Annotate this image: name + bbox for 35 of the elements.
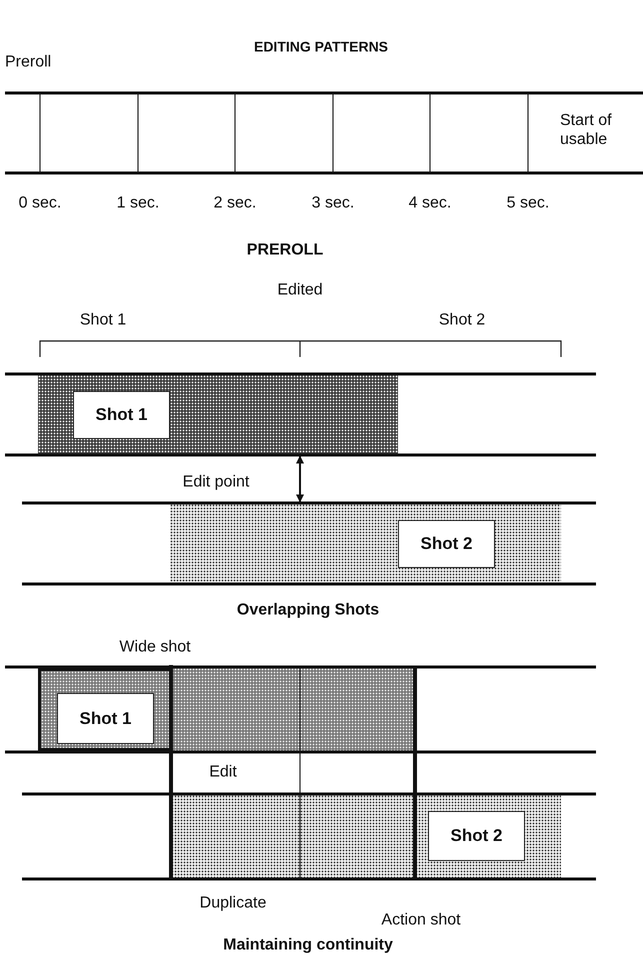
double-arrow	[296, 456, 304, 502]
section-caption: Maintaining continuity	[223, 935, 393, 955]
time-label: 5 sec.	[506, 193, 550, 213]
shot-strip	[170, 504, 561, 583]
time-label: 4 sec.	[408, 193, 452, 213]
annotation: Start of usable	[560, 111, 613, 150]
axis-label: Preroll	[5, 52, 52, 72]
annotation: Action shot	[381, 910, 461, 930]
annotation: Edit	[209, 762, 237, 782]
annotation: Duplicate	[200, 893, 266, 913]
shot-label-box	[398, 520, 495, 568]
time-label: 3 sec.	[312, 193, 354, 213]
annotation: Shot 2	[438, 310, 486, 330]
annotation: Wide shot	[119, 637, 191, 657]
shot-label: Shot 1	[96, 405, 148, 425]
shot-label-box	[428, 811, 525, 861]
shot-strip	[415, 795, 561, 878]
shaded-region	[171, 795, 415, 878]
annotation: Edited	[277, 280, 323, 300]
shot-label: Shot 2	[450, 826, 502, 846]
shaded-region	[171, 668, 415, 751]
annotation: Shot 1	[80, 310, 126, 330]
time-label: 0 sec.	[18, 193, 62, 213]
shot-strip	[38, 375, 398, 454]
section-caption: PREROLL	[246, 240, 324, 260]
annotation: Edit point	[182, 472, 250, 492]
diagram-title: EDITING PATTERNS	[254, 38, 388, 56]
shot-label: Shot 1	[80, 708, 132, 728]
time-label: 2 sec.	[214, 193, 256, 213]
shot-label: Shot 2	[420, 534, 472, 554]
shot-label-box	[73, 391, 170, 439]
shot-strip	[38, 668, 171, 751]
shot-label-box	[57, 693, 154, 744]
section-caption: Overlapping Shots	[236, 600, 380, 620]
time-label: 1 sec.	[116, 193, 160, 213]
